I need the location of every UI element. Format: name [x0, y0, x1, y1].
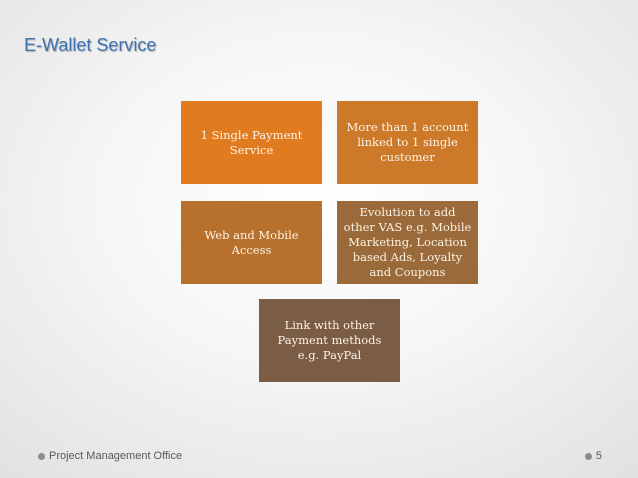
- footer-text: Project Management Office: [49, 450, 183, 462]
- feature-box-web-mobile-access: Web and Mobile Access: [181, 201, 322, 284]
- bullet-dot-icon: [584, 452, 592, 460]
- feature-box-payment-methods: Link with other Payment methods e.g. Pay…: [259, 299, 400, 382]
- bullet-dot-icon: [38, 452, 45, 460]
- feature-box-vas-evolution: Evolution to add other VAS e.g. Mobile M…: [337, 201, 478, 284]
- slide-title: E-Wallet Service: [24, 35, 157, 55]
- footer-left: Project Management Office: [38, 448, 182, 464]
- feature-box-single-payment: 1 Single Payment Service: [181, 101, 322, 184]
- feature-box-multiple-accounts: More than 1 account linked to 1 single c…: [337, 101, 478, 184]
- footer-right: 5: [584, 448, 602, 464]
- page-number: 5: [595, 450, 602, 462]
